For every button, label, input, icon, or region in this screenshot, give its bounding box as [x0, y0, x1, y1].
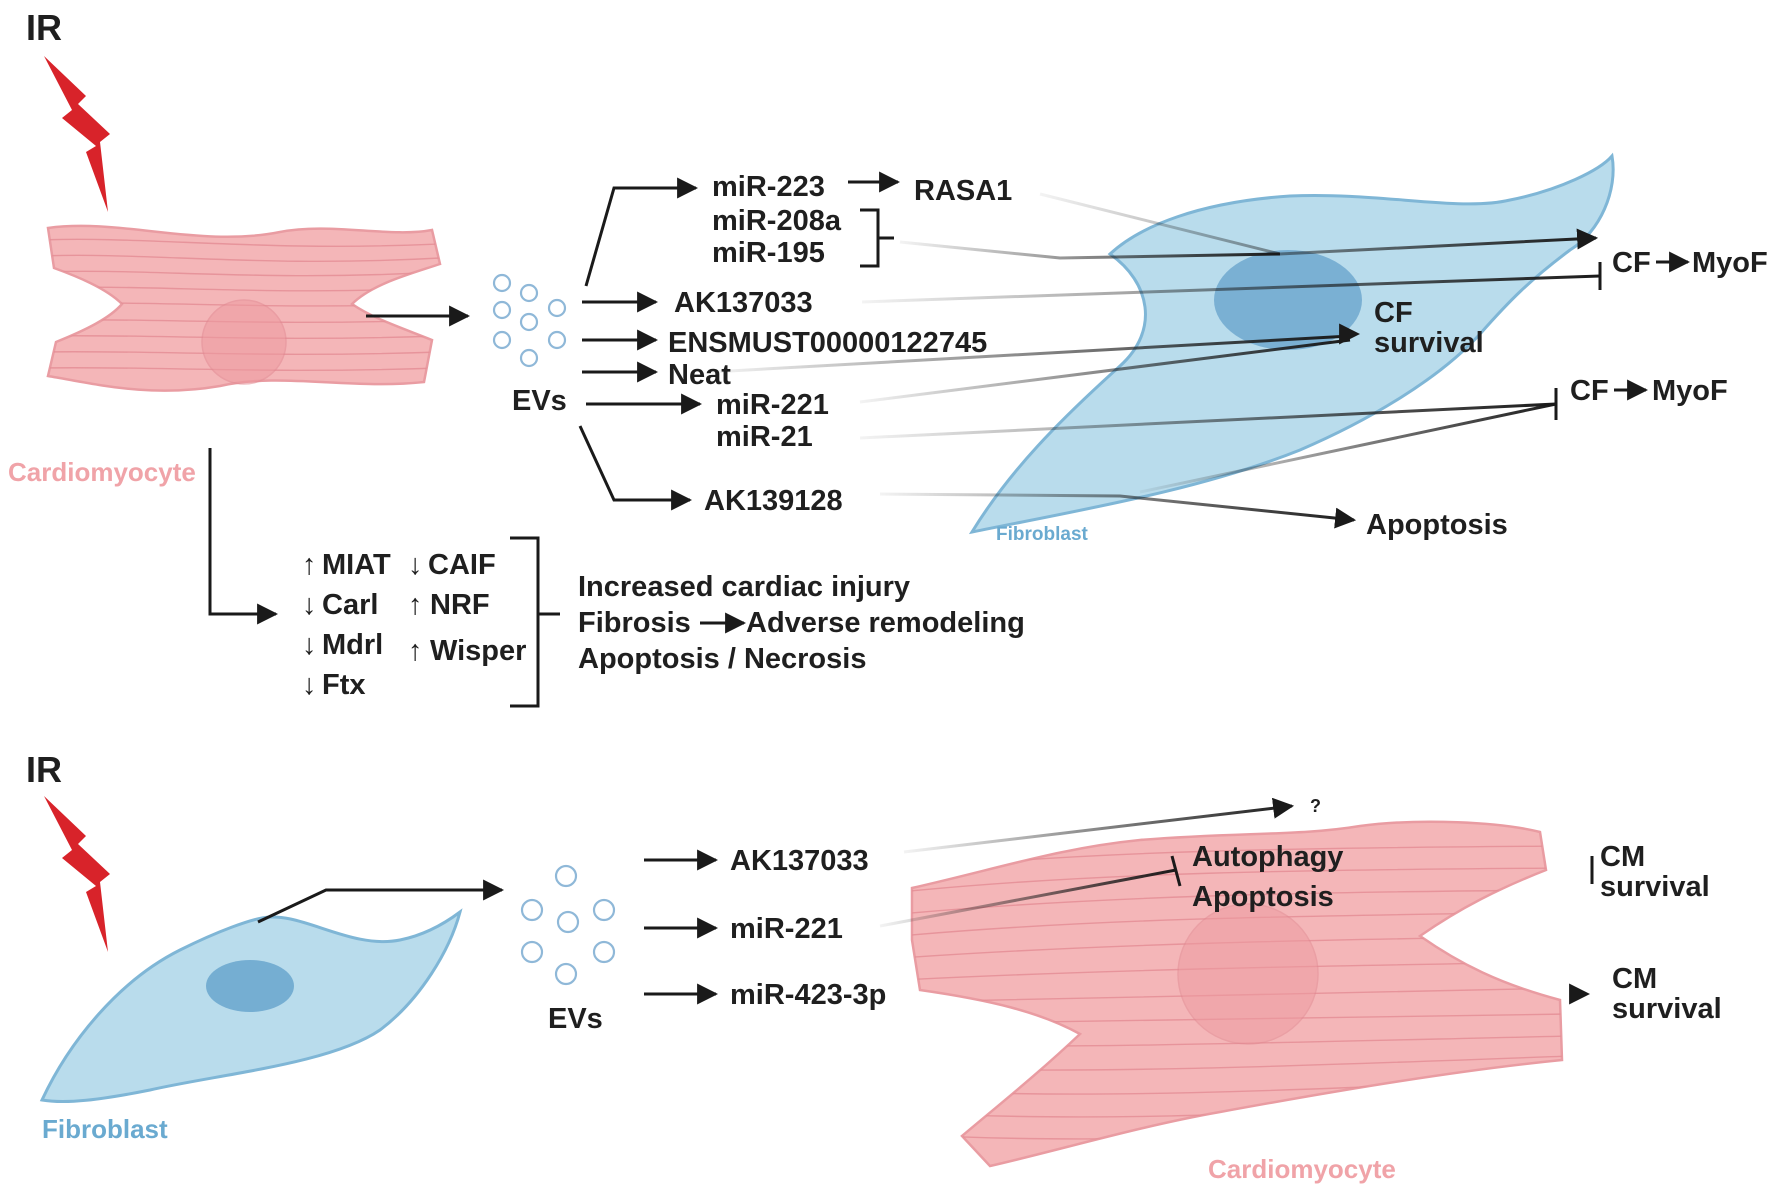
inhibit-bar-autophagy [1170, 855, 1182, 887]
up-arrow-icon: ↑ [302, 549, 317, 581]
lnc-mdrl: Mdrl [322, 629, 383, 661]
arrow-mir223 [584, 177, 699, 287]
fibroblast-cell-source [39, 908, 463, 1104]
lnc-ftx: Ftx [322, 669, 366, 701]
inhibit-mir221-autophagy [879, 868, 1177, 928]
down-arrow-icon: ↓ [302, 669, 317, 701]
ev-cluster-top [492, 273, 567, 368]
connector-mir195-myof [899, 240, 1281, 260]
down-arrow-icon: ↓ [408, 549, 423, 581]
outcome-cf-survival-1: CF [1374, 297, 1413, 329]
effect-increased-injury: Increased cardiac injury [578, 571, 910, 603]
cargo-mir221: miR-221 [716, 389, 829, 421]
outcome-apoptosis-bottom: Apoptosis [1192, 881, 1334, 913]
top-panel: IR Cardiomyocyte [8, 7, 1768, 708]
connector-ak139128-apoptosis [879, 492, 1357, 529]
outcome-cm-survival-2b: survival [1612, 993, 1722, 1025]
fibroblast-label-source: Fibroblast [42, 1114, 168, 1144]
cardiomyocyte-nucleus-top [201, 299, 287, 385]
ev-cluster-bottom [520, 864, 616, 986]
cardiomyocyte-label-top: Cardiomyocyte [8, 457, 196, 487]
ev-release-arrow-bottom [257, 879, 505, 924]
up-arrow-icon: ↑ [408, 635, 423, 667]
up-arrow-icon: ↑ [408, 589, 423, 621]
cargo-ak137033: AK137033 [674, 287, 813, 319]
cargo-mir423-bottom: miR-423-3p [730, 979, 886, 1011]
fibroblast-cell-target [968, 152, 1615, 535]
bracket-lncrna [510, 536, 560, 708]
connector-mir221-survival [859, 338, 1351, 404]
cargo-mir208a: miR-208a [712, 205, 842, 237]
cargo-mir223: miR-223 [712, 171, 825, 203]
outcome-cm-survival-2a: CM [1612, 963, 1657, 995]
inhibit-ak139128-myof [1139, 402, 1557, 494]
evs-label-bottom: EVs [548, 1003, 603, 1035]
fibroblast-label-target: Fibroblast [996, 524, 1089, 545]
cargo-neat: Neat [668, 359, 731, 391]
cargo-mir21: miR-21 [716, 421, 813, 453]
cardiomyocyte-nucleus-target [1177, 903, 1319, 1045]
cardiomyocyte-label-target: Cardiomyocyte [1208, 1154, 1396, 1184]
down-arrow-icon: ↓ [302, 589, 317, 621]
outcome-cf-1: CF [1612, 247, 1651, 279]
cardiomyocyte-cell-top [46, 224, 442, 392]
fibroblast-nucleus-target [1214, 250, 1362, 350]
outcome-cm-survival-1a: CM [1600, 841, 1645, 873]
cargo-ak139128: AK139128 [704, 485, 843, 517]
lnc-carl: Carl [322, 589, 378, 621]
effect-fibrosis: Fibrosis [578, 607, 691, 639]
bottom-panel: IR Fibroblast EVs [26, 749, 1722, 1184]
cargo-ak137033-bottom: AK137033 [730, 845, 869, 877]
ir-label-bottom: IR [26, 749, 62, 790]
outcome-autophagy: Autophagy [1192, 841, 1343, 873]
outcome-myof-1: MyoF [1692, 247, 1768, 279]
outcome-cm-survival-1b: survival [1600, 871, 1710, 903]
lnc-caif: CAIF [428, 549, 496, 581]
arrow-ak139128 [578, 425, 693, 511]
cargo-mir195: miR-195 [712, 237, 825, 269]
down-arrow-icon: ↓ [302, 629, 317, 661]
lncrna-list: ↑ MIAT ↓ CAIF ↓ Carl ↑ NRF ↓ Mdrl ↑ Wisp… [302, 549, 526, 701]
lnc-nrf: NRF [430, 589, 490, 621]
lightning-bolt-icon [44, 796, 110, 952]
lightning-bolt-icon [44, 56, 110, 212]
connector-ak137033-question [903, 797, 1295, 854]
arrow-intracellular [208, 448, 279, 625]
outcome-myof-2: MyoF [1652, 375, 1728, 407]
cargo-mir221-bottom: miR-221 [730, 913, 843, 945]
lnc-wisper: Wisper [430, 635, 526, 667]
effect-apoptosis-necrosis: Apoptosis / Necrosis [578, 643, 866, 675]
outcome-question: ? [1310, 796, 1321, 816]
lnc-miat: MIAT [322, 549, 391, 581]
ir-label-top: IR [26, 7, 62, 48]
cargo-rasa1: RASA1 [914, 175, 1012, 207]
cargo-ensmust: ENSMUST00000122745 [668, 327, 987, 359]
evs-label-top: EVs [512, 385, 567, 417]
inhibit-ak137033 [861, 274, 1601, 304]
outcome-apoptosis: Apoptosis [1366, 509, 1508, 541]
effect-adverse-remodeling: Adverse remodeling [746, 607, 1025, 639]
fibroblast-nucleus-source [206, 960, 294, 1012]
inhibit-mir21-myof [859, 402, 1557, 440]
outcome-cf-survival-2: survival [1374, 327, 1484, 359]
outcome-cf-2: CF [1570, 375, 1609, 407]
connector-neat-survival [711, 334, 1351, 374]
bracket-mir208a-mir195 [860, 208, 894, 268]
